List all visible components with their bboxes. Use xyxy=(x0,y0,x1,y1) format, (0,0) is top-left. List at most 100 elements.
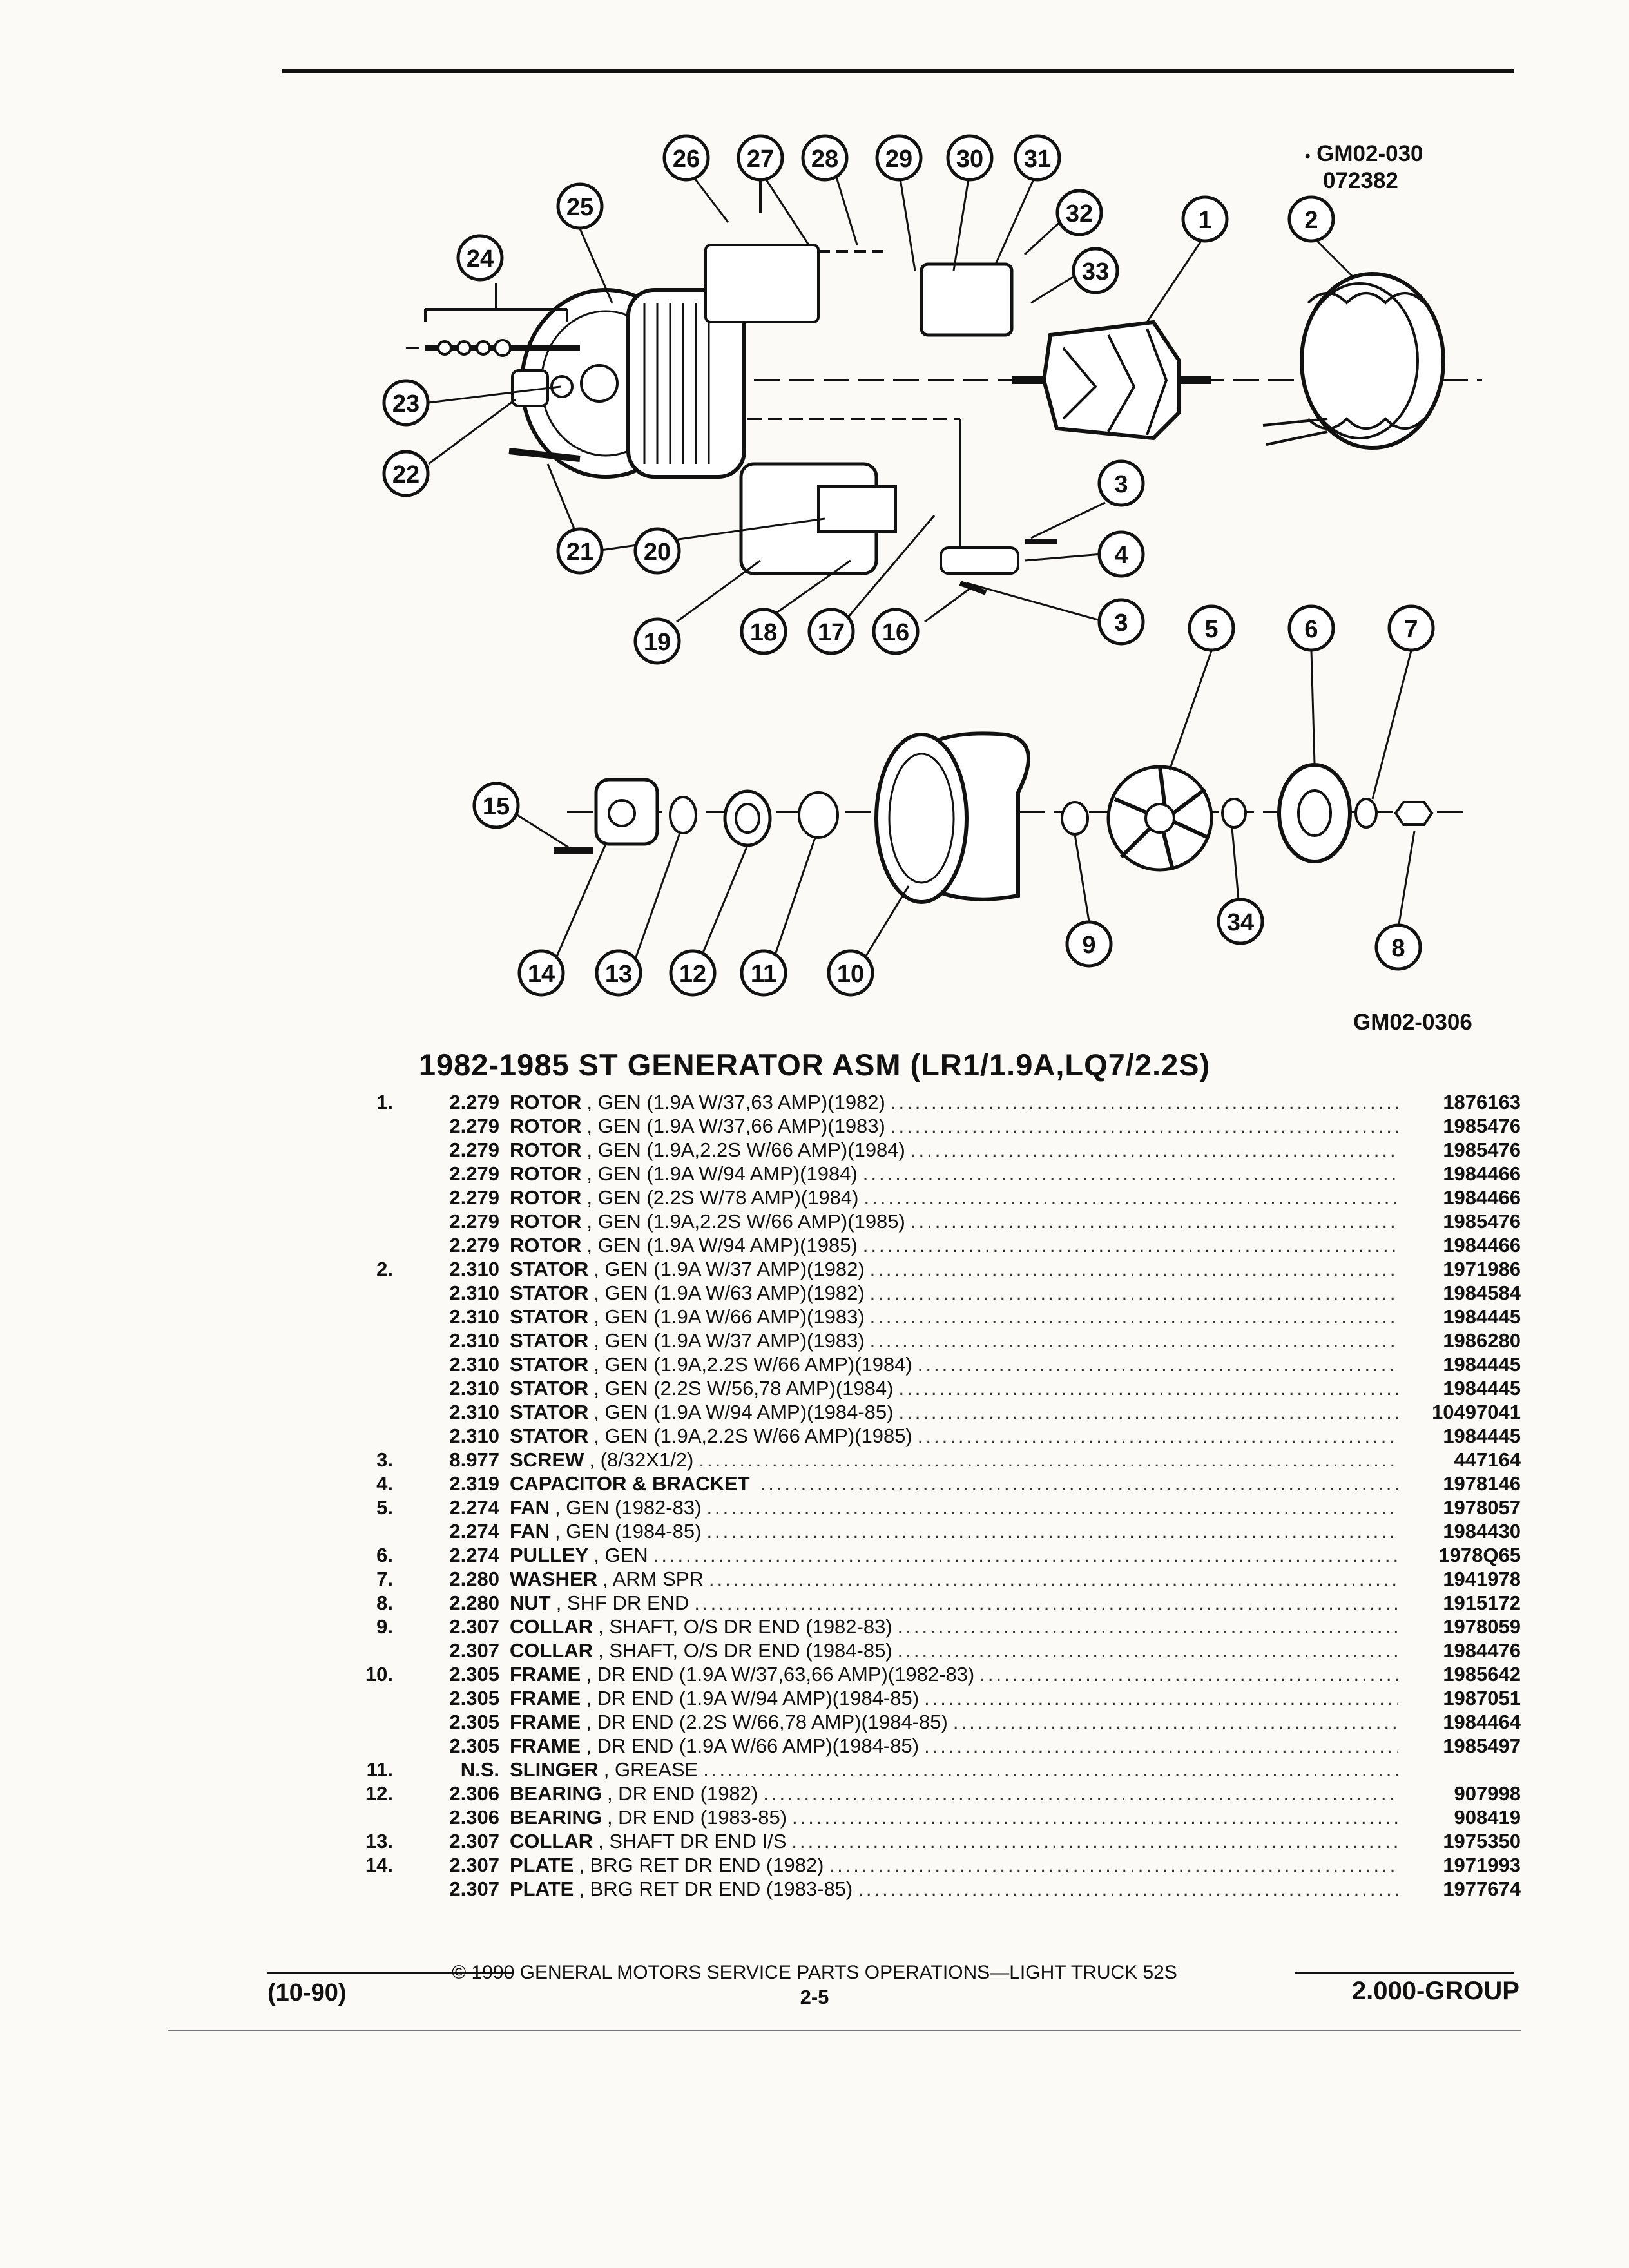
part-number: 908419 xyxy=(1454,1806,1521,1829)
part-name: FAN xyxy=(510,1520,550,1542)
part-number: 1971986 xyxy=(1443,1258,1521,1280)
callout-circles xyxy=(382,134,1435,997)
leader-dots: ........................................… xyxy=(890,1115,1398,1137)
part-desc: , GEN (1.9A W/94 AMP)(1984) xyxy=(586,1162,858,1185)
part-desc: , GEN xyxy=(593,1544,648,1566)
leader-dots: ........................................… xyxy=(917,1425,1398,1447)
part-number: 1986280 xyxy=(1443,1329,1521,1352)
part-group: 2.306 xyxy=(449,1806,499,1829)
part-group: 2.279 xyxy=(449,1186,499,1209)
figure-code-bottom: GM02-0306 xyxy=(1353,1010,1472,1035)
part-desc: , (8/32X1/2) xyxy=(589,1448,694,1471)
callout-19: 19 xyxy=(644,629,671,656)
part-group: 2.307 xyxy=(449,1639,499,1662)
part-number: 1984445 xyxy=(1443,1425,1521,1447)
callout-3b: 3 xyxy=(1114,610,1128,637)
part-desc: , DR END (1983-85) xyxy=(606,1806,787,1829)
part-desc: , GEN (2.2S W/56,78 AMP)(1984) xyxy=(593,1377,894,1399)
page-number: 2-5 xyxy=(800,1986,829,2008)
part-group: 2.279 xyxy=(449,1210,499,1233)
leader-dots: ........................................… xyxy=(924,1735,1398,1757)
part-number: 1985476 xyxy=(1443,1210,1521,1233)
part-group: 2.279 xyxy=(449,1234,499,1256)
part-group: 2.310 xyxy=(449,1282,499,1304)
leader-dots: ........................................… xyxy=(979,1663,1398,1686)
part-row: 9. 2.307 COLLAR, SHAFT, O/S DR END (1982-8… xyxy=(348,1615,1521,1639)
leader-dots: ........................................… xyxy=(898,1401,1398,1423)
part-group: 2.305 xyxy=(449,1735,499,1757)
part-number: 1978146 xyxy=(1443,1472,1521,1495)
callout-9: 9 xyxy=(1082,932,1095,959)
part-name: PLATE xyxy=(510,1854,574,1876)
callout-5: 5 xyxy=(1204,616,1218,643)
part-group: 2.307 xyxy=(449,1854,499,1876)
part-ref: 9. xyxy=(376,1615,393,1638)
part-number: 447164 xyxy=(1454,1448,1521,1471)
leader-dots: ........................................… xyxy=(760,1472,1398,1495)
callout-18: 18 xyxy=(750,619,777,646)
part-number: 1915172 xyxy=(1443,1591,1521,1614)
part-group: 2.280 xyxy=(449,1568,499,1590)
part-name: CAPACITOR & BRACKET xyxy=(510,1472,750,1495)
part-desc: , DR END (2.2S W/66,78 AMP)(1984-85) xyxy=(586,1711,948,1733)
part-group: 2.310 xyxy=(449,1377,499,1399)
leader-dots: ........................................… xyxy=(897,1639,1398,1662)
callout-34: 34 xyxy=(1227,909,1254,936)
part-desc: , GEN (1.9A W/37,63 AMP)(1982) xyxy=(586,1091,885,1113)
part-desc: , SHAFT, O/S DR END (1982-83) xyxy=(598,1615,892,1638)
callout-3a: 3 xyxy=(1114,471,1128,498)
part-group: 2.279 xyxy=(449,1139,499,1161)
part-group: 2.305 xyxy=(449,1711,499,1733)
part-desc: , GEN (1.9A,2.2S W/66 AMP)(1984) xyxy=(586,1139,905,1161)
callout-24: 24 xyxy=(467,245,494,273)
part-group: 2.307 xyxy=(449,1615,499,1638)
figure-code: GM02-030 xyxy=(1316,141,1423,166)
callout-15: 15 xyxy=(483,793,510,820)
part-desc: , GEN (1.9A W/37 AMP)(1983) xyxy=(593,1329,865,1352)
part-name: FRAME xyxy=(510,1735,581,1757)
footer-copyright: © 1990 GENERAL MOTORS SERVICE PARTS OPER… xyxy=(452,1962,1177,1983)
part-name: FAN xyxy=(510,1496,550,1519)
part-name: STATOR xyxy=(510,1401,589,1423)
top-rule xyxy=(282,69,1514,73)
part-ref: 2. xyxy=(376,1258,393,1280)
part-desc: , GEN (1.9A W/37,66 AMP)(1983) xyxy=(586,1115,885,1137)
part-name: COLLAR xyxy=(510,1615,593,1638)
callout-23: 23 xyxy=(392,390,419,418)
part-group: 2.310 xyxy=(449,1305,499,1328)
callout-31: 31 xyxy=(1024,146,1051,173)
part-number: 1985476 xyxy=(1443,1115,1521,1137)
part-row: 4. 2.319 CAPACITOR & BRACKET..............… xyxy=(348,1472,1521,1495)
part-number: 1985476 xyxy=(1443,1139,1521,1161)
callout-8: 8 xyxy=(1391,935,1405,962)
part-number: 1987051 xyxy=(1443,1687,1521,1709)
part-number: 1977674 xyxy=(1443,1878,1521,1900)
callout-10: 10 xyxy=(837,961,864,988)
part-number: 1984464 xyxy=(1443,1711,1521,1733)
part-number: 1985642 xyxy=(1443,1663,1521,1686)
part-number: 1984445 xyxy=(1443,1377,1521,1399)
leader-dots: ........................................… xyxy=(706,1496,1398,1519)
leader-dots: ........................................… xyxy=(829,1854,1398,1876)
part-desc: , GEN (1.9A,2.2S W/66 AMP)(1984) xyxy=(593,1353,912,1376)
footer-rule-left xyxy=(267,1972,512,1974)
part-ref: 4. xyxy=(376,1472,393,1495)
part-number: 1985497 xyxy=(1443,1735,1521,1757)
part-desc: , SHAFT, O/S DR END (1984-85) xyxy=(598,1639,892,1662)
part-group: 2.274 xyxy=(449,1520,499,1542)
callout-30: 30 xyxy=(956,146,983,173)
part-number: 10497041 xyxy=(1432,1401,1521,1423)
part-number: 1978Q65 xyxy=(1438,1544,1521,1566)
part-desc: , GEN (1.9A W/66 AMP)(1983) xyxy=(593,1305,865,1328)
part-number: 1984430 xyxy=(1443,1520,1521,1542)
part-desc: , GREASE xyxy=(603,1758,699,1781)
part-group: 2.319 xyxy=(449,1472,499,1495)
